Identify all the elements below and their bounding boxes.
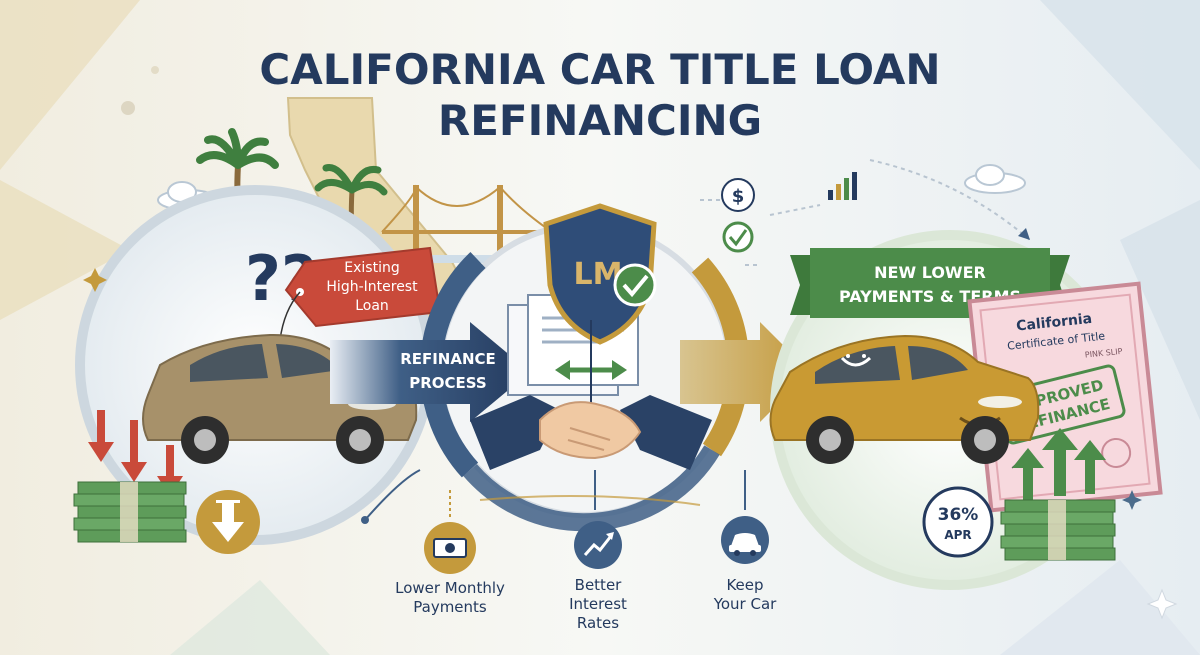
connector-dashes xyxy=(700,199,821,266)
benefit-line2: Your Car xyxy=(713,595,777,613)
bg-shape-bottom-right xyxy=(1000,560,1200,655)
check-circle-icon xyxy=(722,221,754,253)
cloud-icon xyxy=(964,164,1026,194)
seal-icon xyxy=(1101,437,1132,468)
apr-value: 36% xyxy=(938,505,979,525)
green-up-arrow-icon xyxy=(1042,428,1078,496)
green-up-arrow-icon xyxy=(1074,440,1106,494)
bg-shape-bottom-left xyxy=(170,580,330,655)
benefit-lower-payments: Lower Monthly Payments xyxy=(395,522,505,616)
arrow-line1: REFINANCE xyxy=(400,350,496,368)
banner-line1: NEW LOWER xyxy=(874,263,986,282)
check-badge-icon xyxy=(613,263,657,307)
bg-shape-right xyxy=(1120,200,1200,420)
dollar-coin-icon: $ xyxy=(721,178,755,212)
benefit-connector xyxy=(364,469,421,521)
green-up-arrow-icon xyxy=(1012,448,1044,504)
sparkle-icon xyxy=(1122,490,1142,510)
benefit-icon-circle xyxy=(574,521,622,569)
money-stack-icon xyxy=(73,481,187,543)
benefit-keep-car: Keep Your Car xyxy=(713,516,777,613)
benefit-arc xyxy=(479,495,701,506)
tag-line2: High-Interest xyxy=(326,279,418,295)
connector-curve xyxy=(869,159,1031,241)
money-stack-icon xyxy=(1000,499,1116,561)
apr-unit: APR xyxy=(944,528,971,542)
benefit-line2: Payments xyxy=(413,598,487,616)
exchange-arrow-icon xyxy=(555,320,627,405)
connector-dot xyxy=(361,516,369,524)
arrow-line2: PROCESS xyxy=(409,374,486,392)
refinance-process-arrow: REFINANCE PROCESS xyxy=(330,322,530,422)
benefit-better-rates: Better Interest Rates xyxy=(569,521,627,632)
red-down-arrow-icon xyxy=(121,420,147,482)
dollar-symbol: $ xyxy=(732,186,745,207)
page-title-line1: CALIFORNIA CAR TITLE LOAN xyxy=(259,45,940,94)
red-down-arrow-icon xyxy=(88,410,114,462)
high-interest-loan-tag: Existing High-Interest Loan xyxy=(279,246,442,341)
benefit-line1: Lower Monthly xyxy=(395,579,505,597)
new-car-icon xyxy=(769,334,1040,464)
certificate-state: California xyxy=(1015,311,1092,335)
certificate-tag: PINK SLIP xyxy=(1084,347,1123,360)
benefit-line1: Keep xyxy=(726,576,763,594)
car-icon xyxy=(729,533,761,556)
apr-badge: 36% APR xyxy=(922,486,994,558)
bar-chart-icon xyxy=(828,172,857,200)
benefit-line2: Interest xyxy=(569,595,627,613)
benefit-line3: Rates xyxy=(577,614,619,632)
handshake-icon xyxy=(470,395,712,470)
benefit-line1: Better xyxy=(575,576,623,594)
tag-line1: Existing xyxy=(344,260,399,276)
connector-arrowhead xyxy=(1018,228,1030,240)
bg-shape-topright xyxy=(1040,0,1200,170)
bg-shape-topleft xyxy=(0,0,140,170)
bg-shape-left xyxy=(0,180,130,320)
money-bill-icon xyxy=(433,538,467,558)
sparkle-icon xyxy=(83,268,107,292)
lower-cost-down-icon xyxy=(196,490,260,554)
bg-dot xyxy=(151,66,159,74)
trend-up-icon xyxy=(583,532,614,557)
bg-dot xyxy=(121,101,135,115)
sparkle-icon xyxy=(1146,588,1178,620)
tag-line3: Loan xyxy=(355,298,389,314)
shield-icon: LM xyxy=(543,203,657,345)
page-title-line2: REFINANCING xyxy=(438,96,762,145)
